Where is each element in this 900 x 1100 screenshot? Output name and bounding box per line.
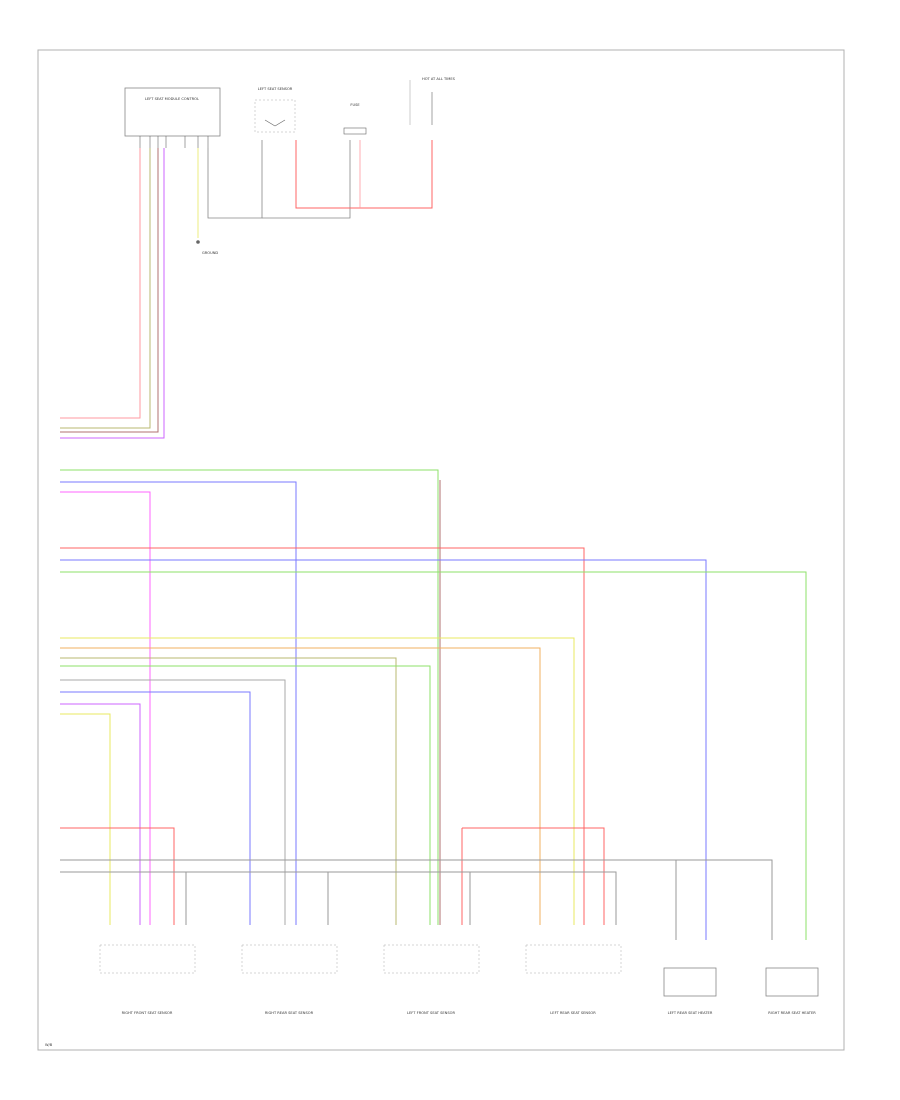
bottom-component-5: LEFT REAR SEAT HEATER	[663, 967, 717, 1015]
fuse-label: FUSE	[350, 103, 360, 107]
top-module: LEFT SEAT MODULE CONTROL	[124, 87, 221, 148]
diagram-frame	[37, 49, 845, 1051]
bottom-component-2: RIGHT REAR SEAT SENSOR	[241, 944, 338, 1015]
top-sensor: LEFT SEAT SENSOR	[254, 87, 296, 133]
top-local-wiring: GROUND	[196, 140, 433, 255]
bottom-component-4: LEFT REAR SEAT SENSOR	[525, 944, 622, 1015]
bottom-component-3: LEFT FRONT SEAT SENSOR	[383, 944, 480, 1015]
bottom-component-6: RIGHT REAR SEAT HEATER	[765, 967, 819, 1015]
bottom-label-4: LEFT REAR SEAT SENSOR	[550, 1011, 596, 1015]
wire-group-1	[60, 148, 165, 439]
module-label: LEFT SEAT MODULE CONTROL	[145, 97, 199, 101]
bottom-label-6: RIGHT REAR SEAT HEATER	[768, 1011, 816, 1015]
bottom-label-1: RIGHT FRONT SEAT SENSOR	[122, 1011, 173, 1015]
wire-group-2	[60, 469, 441, 925]
bottom-label-2: RIGHT REAR SEAT SENSOR	[265, 1011, 314, 1015]
sensor-label: LEFT SEAT SENSOR	[258, 87, 293, 91]
wire-group-4	[60, 637, 575, 925]
top-hot-label: HOT AT ALL TIMES	[409, 77, 456, 125]
wire-group-3	[60, 547, 807, 940]
ground-label: GROUND	[202, 251, 218, 255]
top-fuse: FUSE	[343, 103, 367, 135]
bottom-label-5: LEFT REAR SEAT HEATER	[668, 1011, 713, 1015]
wire-group-5	[60, 827, 773, 940]
bottom-label-3: LEFT FRONT SEAT SENSOR	[407, 1011, 455, 1015]
footer-code: W/B	[45, 1043, 53, 1047]
bottom-component-1: RIGHT FRONT SEAT SENSOR	[99, 944, 196, 1015]
hot-at-all-times-label: HOT AT ALL TIMES	[422, 77, 456, 81]
